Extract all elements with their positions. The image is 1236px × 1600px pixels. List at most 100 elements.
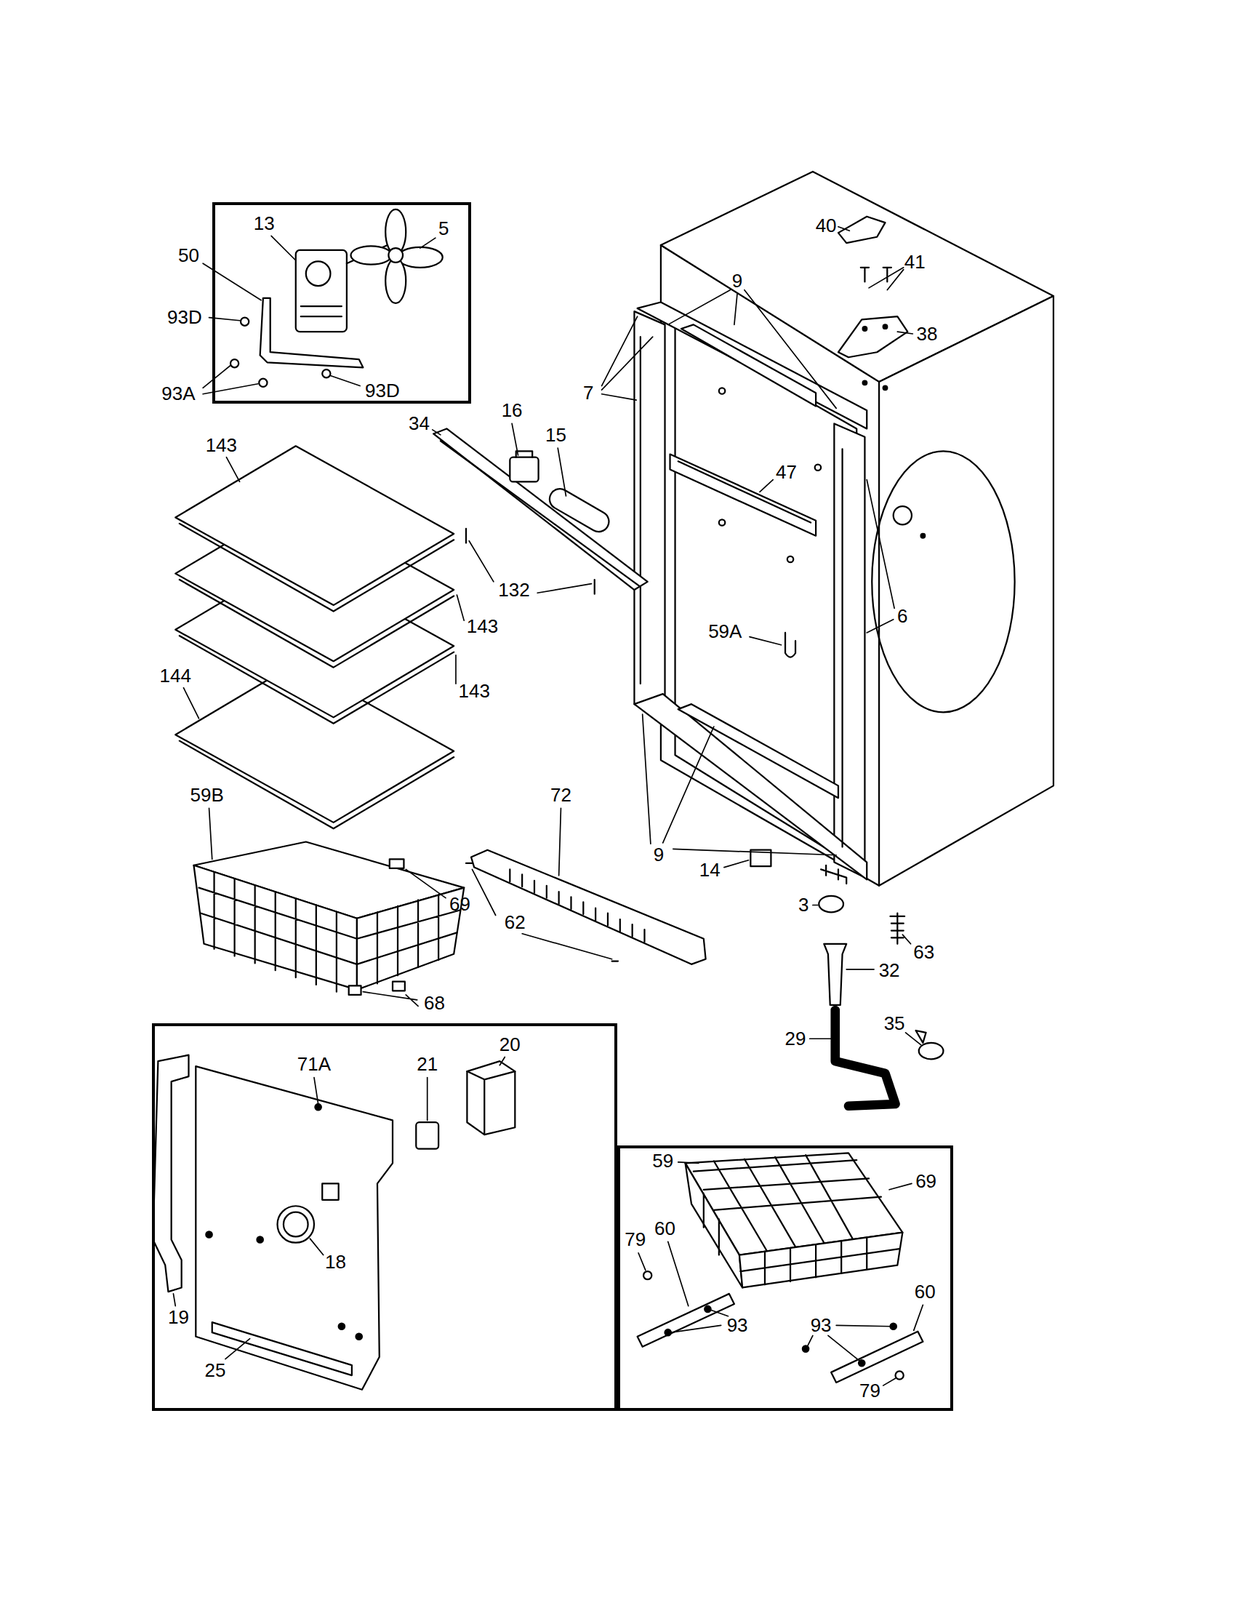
light-bar-part [440, 440, 641, 587]
rails-part [785, 632, 796, 658]
grille [466, 849, 706, 965]
fan-motor-inset-part [240, 317, 249, 326]
callout-number: 40 [815, 215, 837, 235]
hinge-part [883, 386, 888, 391]
wire-basket-part [392, 981, 405, 991]
basket-slide-inset [637, 1152, 924, 1383]
switch-and-drain-part [818, 895, 844, 912]
leader-lines-part [209, 807, 213, 859]
callout-number: 6 [897, 606, 908, 626]
rails-part [678, 460, 811, 523]
callout-number: 62 [504, 912, 526, 932]
leader-lines-part [638, 1252, 646, 1271]
callout-number: 9 [653, 844, 664, 864]
callout-number: 47 [775, 462, 797, 482]
basket-slide-inset-part [643, 1270, 652, 1279]
callout-number: 143 [458, 681, 491, 701]
wire-basket-part [348, 985, 362, 995]
leader-lines-part [225, 1338, 251, 1359]
grille-part [509, 868, 645, 942]
leader-lines-part [671, 1309, 729, 1332]
leader-lines-part [642, 713, 837, 856]
control-panel-inset-part [338, 1323, 345, 1330]
leader-lines-part [866, 479, 895, 633]
basket-slide-inset-part [693, 1154, 900, 1284]
basket-slide-inset-part [802, 1345, 809, 1351]
callout-number: 93D [167, 307, 203, 327]
grille-part [466, 863, 618, 962]
leader-lines-part [362, 991, 419, 1007]
leader-lines-part [809, 1037, 832, 1039]
fan-motor-inset-part [322, 369, 331, 378]
fan-motor-inset-part [258, 378, 267, 387]
basket-slide-inset-part [685, 1162, 744, 1287]
leader-lines-part [173, 1293, 176, 1306]
control-panel-inset-part [356, 1333, 363, 1340]
basket-slide-inset-part [637, 1293, 735, 1347]
control-panel-inset-part [195, 1065, 393, 1390]
wire-basket-part [389, 858, 405, 869]
control-panel-inset-part [152, 1054, 189, 1292]
leader-lines-part [202, 364, 259, 394]
leader-lines-part [468, 540, 592, 594]
leader-lines-part [602, 316, 653, 400]
basket-slide-inset-part [665, 1329, 672, 1335]
fan-motor-inset-part [230, 359, 239, 368]
leader-lines-part [557, 447, 566, 496]
callout-number: 14 [699, 860, 721, 880]
light-bar-part [509, 457, 539, 483]
callout-number: 15 [545, 425, 567, 445]
leader-lines [173, 226, 923, 1386]
cabinet-part [787, 556, 794, 563]
callout-number: 93 [810, 1315, 832, 1335]
leader-lines-part [426, 1077, 429, 1121]
callout-number: 60 [654, 1218, 676, 1238]
callout-number: 38 [916, 324, 938, 344]
leader-lines-part [314, 1077, 319, 1104]
control-panel-inset-part [314, 1103, 321, 1110]
leader-lines-part [309, 1238, 323, 1255]
shelves-part [175, 445, 454, 605]
hinge [838, 216, 908, 390]
control-panel-inset-part [205, 1230, 212, 1237]
rails-part [681, 324, 816, 406]
callout-number: 93D [364, 380, 400, 400]
door-gasket-part [633, 693, 867, 880]
rails [670, 324, 839, 798]
callout-number: 50 [178, 245, 200, 265]
leader-lines-part [668, 1241, 689, 1306]
shelves-part [179, 523, 454, 612]
leader-lines-part [511, 423, 518, 455]
callout-number: 93 [727, 1315, 749, 1335]
callout-number: 71A [297, 1054, 331, 1074]
cabinet-part [879, 295, 1054, 886]
detail-inset: 1355093D93D93A [212, 202, 472, 405]
leader-lines-part [455, 655, 457, 684]
cabinet-part [719, 519, 725, 525]
callout-number: 59 [652, 1150, 674, 1170]
leader-lines-part [913, 1304, 924, 1330]
cabinet-part [719, 387, 725, 394]
control-panel-inset-part [466, 1060, 515, 1135]
cabinet [660, 171, 1054, 886]
callout-number: 21 [416, 1054, 438, 1074]
callout-number: 59A [708, 621, 742, 641]
leader-lines-part [812, 904, 818, 906]
callout-number: 143 [205, 435, 238, 455]
detail-inset: 5969607960939379 [617, 1145, 954, 1411]
leader-lines-part [889, 1182, 912, 1189]
light-bar-part [546, 484, 613, 536]
light-bar [433, 428, 648, 594]
callout-number: 7 [583, 383, 594, 403]
shelves-part [179, 740, 454, 829]
callout-number: 9 [732, 271, 743, 291]
control-panel-inset-part [283, 1212, 309, 1237]
basket-slide-inset-part [895, 1370, 904, 1379]
leader-lines-part [838, 226, 850, 232]
control-panel-inset-part [322, 1182, 339, 1199]
leader-lines-part [183, 687, 199, 719]
basket-slide-inset-part [831, 1331, 923, 1383]
light-bar-part [433, 428, 648, 590]
cabinet-part [815, 464, 821, 471]
shelves [175, 445, 454, 829]
